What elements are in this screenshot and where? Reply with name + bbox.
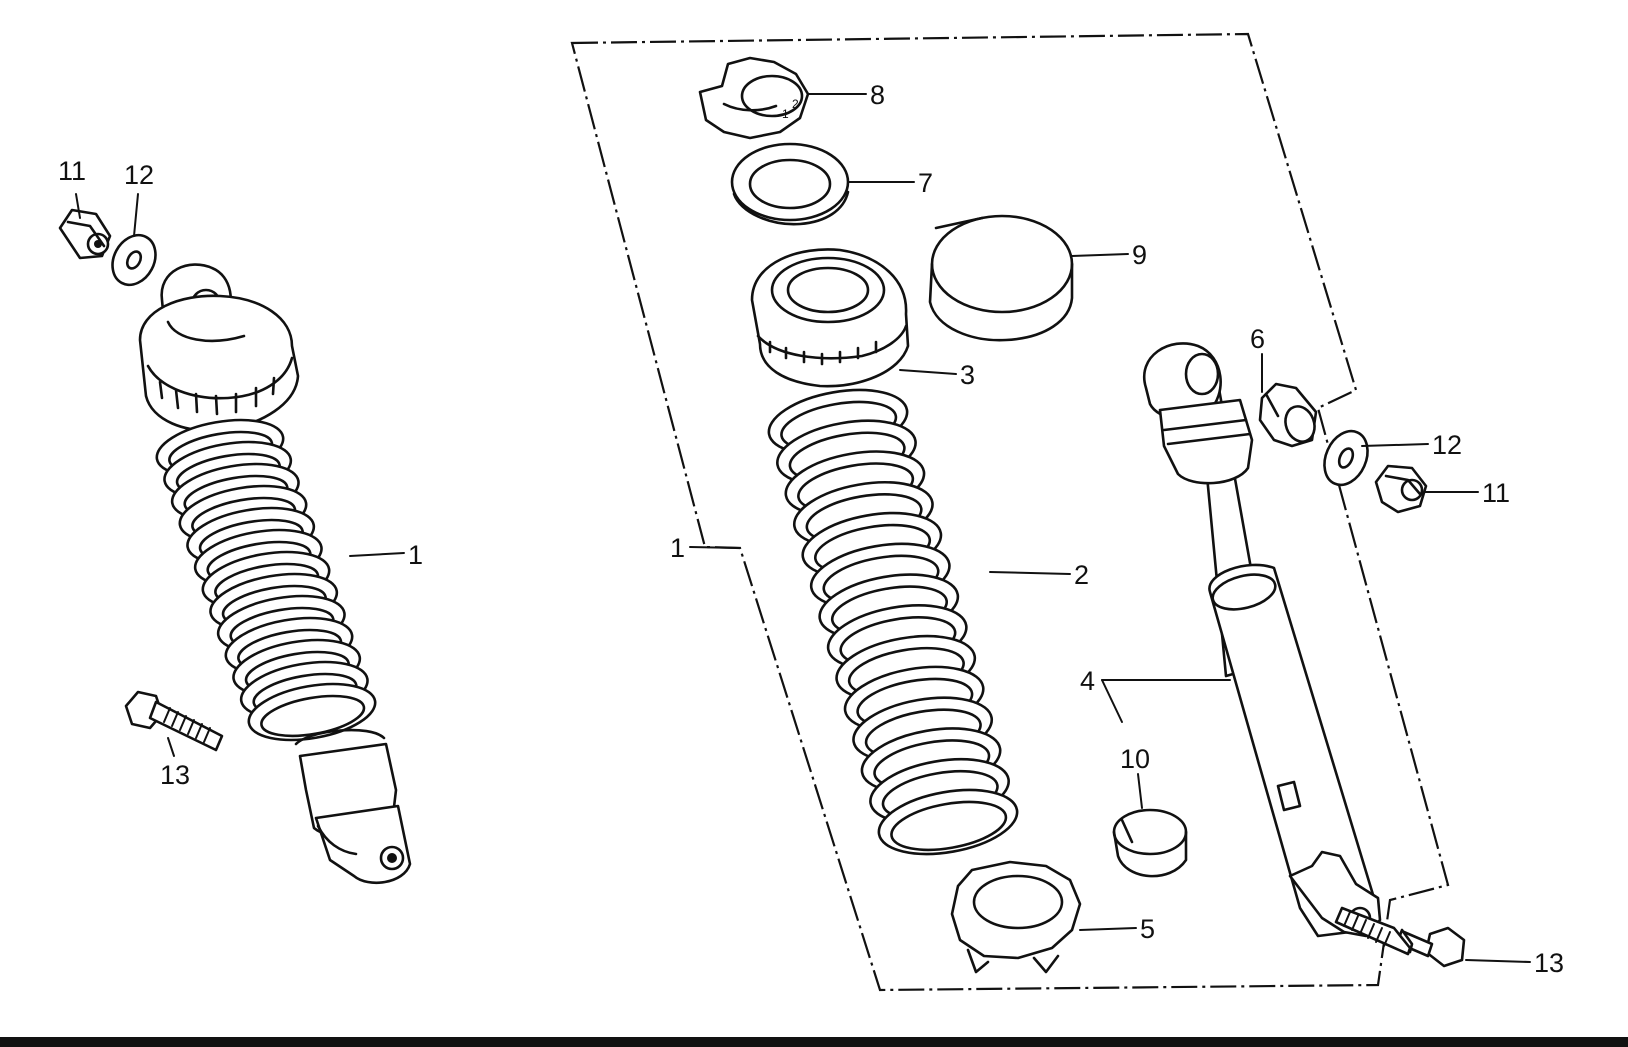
adjuster-part: 1 2 — [698, 56, 810, 140]
damper-part — [1143, 342, 1382, 938]
protector-band-part — [928, 214, 1074, 342]
spring-guide-part — [730, 142, 850, 226]
callout-adjuster: 8 — [870, 80, 885, 110]
callout-lower-spring-seat: 5 — [1140, 914, 1155, 944]
callout-protector-band: 9 — [1132, 240, 1147, 270]
callout-left-assembly: 1 — [408, 540, 423, 570]
stopper-ring-part — [1112, 808, 1188, 878]
callout-stopper-ring: 10 — [1120, 744, 1150, 774]
upper-spring-seat-part — [750, 248, 910, 388]
leader-lines — [75, 93, 1531, 963]
left-bolt — [124, 690, 224, 752]
bottom-border — [0, 1037, 1628, 1047]
callout-left-nut: 11 — [58, 156, 86, 186]
callout-damper: 4 — [1080, 666, 1095, 696]
left-cap-nut — [58, 208, 112, 260]
right-washer — [1323, 429, 1369, 487]
svg-text:2: 2 — [792, 97, 799, 111]
left-washer — [111, 233, 157, 287]
callout-right-bolt: 13 — [1534, 948, 1564, 978]
right-cap-nut — [1374, 464, 1428, 514]
svg-text:1: 1 — [782, 107, 789, 121]
callout-bushing: 6 — [1250, 324, 1265, 354]
callout-spring: 2 — [1074, 560, 1089, 590]
callout-right-washer: 12 — [1432, 430, 1462, 460]
callout-left-bolt: 13 — [160, 760, 190, 790]
callout-exploded-assembly: 1 — [670, 533, 685, 563]
spring-coil-inner — [890, 800, 1008, 852]
assembled-shock-absorber — [138, 263, 412, 884]
coil-spring-part — [767, 388, 1019, 856]
lower-spring-seat-part — [950, 860, 1082, 974]
callout-right-nut: 11 — [1482, 478, 1510, 508]
right-bolt — [1334, 906, 1466, 968]
callout-left-washer: 12 — [124, 160, 154, 190]
callout-spring-guide: 7 — [918, 168, 933, 198]
callout-upper-spring-seat: 3 — [960, 360, 975, 390]
bushing-part — [1258, 382, 1318, 448]
